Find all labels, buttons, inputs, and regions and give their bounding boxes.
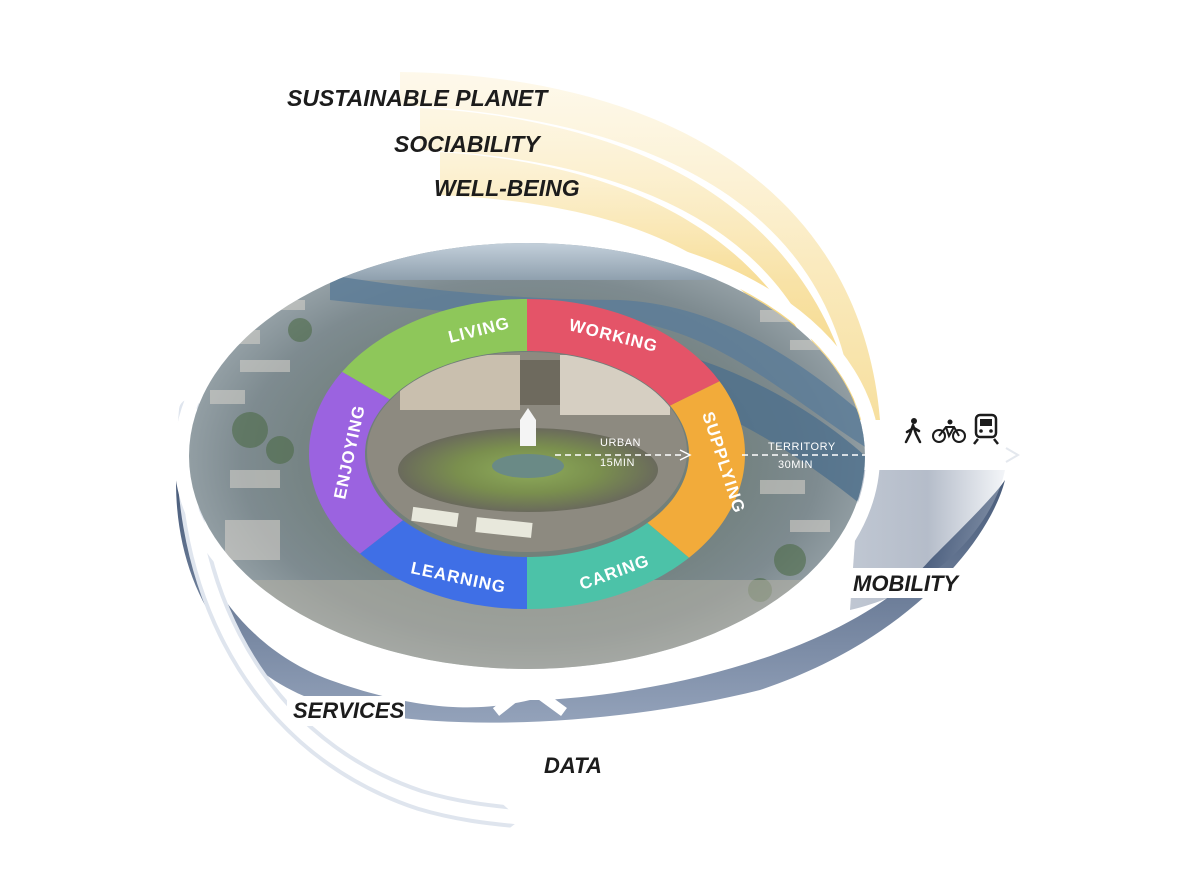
goal-sociability: SOCIABILITY (394, 131, 542, 157)
goal-well-being: WELL-BEING (434, 175, 580, 201)
services-label-box (287, 696, 405, 726)
services-loop (174, 227, 880, 685)
ring-segment-enjoying (309, 371, 403, 554)
activity-ring (309, 299, 745, 609)
urban-plaza-photo (367, 352, 687, 552)
ring-segment-learning (360, 520, 527, 609)
mobility-label-box (848, 568, 962, 598)
walking-icon (904, 418, 922, 444)
flow-label-data: DATA (544, 753, 602, 778)
urban-arrowhead (679, 449, 692, 461)
bicycle-icon (932, 419, 966, 443)
ring-segment-living (342, 299, 527, 400)
urban-label-line2: 15MIN (600, 457, 635, 469)
urban-label-line1: URBAN (600, 437, 641, 449)
train-icon (973, 413, 999, 445)
flow-label-services: SERVICES (293, 698, 405, 723)
ring-segment-supplying (647, 381, 745, 558)
goal-sustainable-planet: SUSTAINABLE PLANET (287, 85, 549, 111)
ring-segment-caring (527, 522, 689, 609)
territory-label-line2: 30MIN (778, 459, 813, 471)
ring-segment-working (527, 299, 720, 406)
territory-arrowhead (1005, 447, 1020, 463)
territory-label-line1: TERRITORY (768, 441, 836, 453)
flow-label-mobility: MOBILITY (853, 571, 960, 596)
radius-arrows (555, 447, 1020, 463)
converging-arrows (485, 671, 571, 717)
